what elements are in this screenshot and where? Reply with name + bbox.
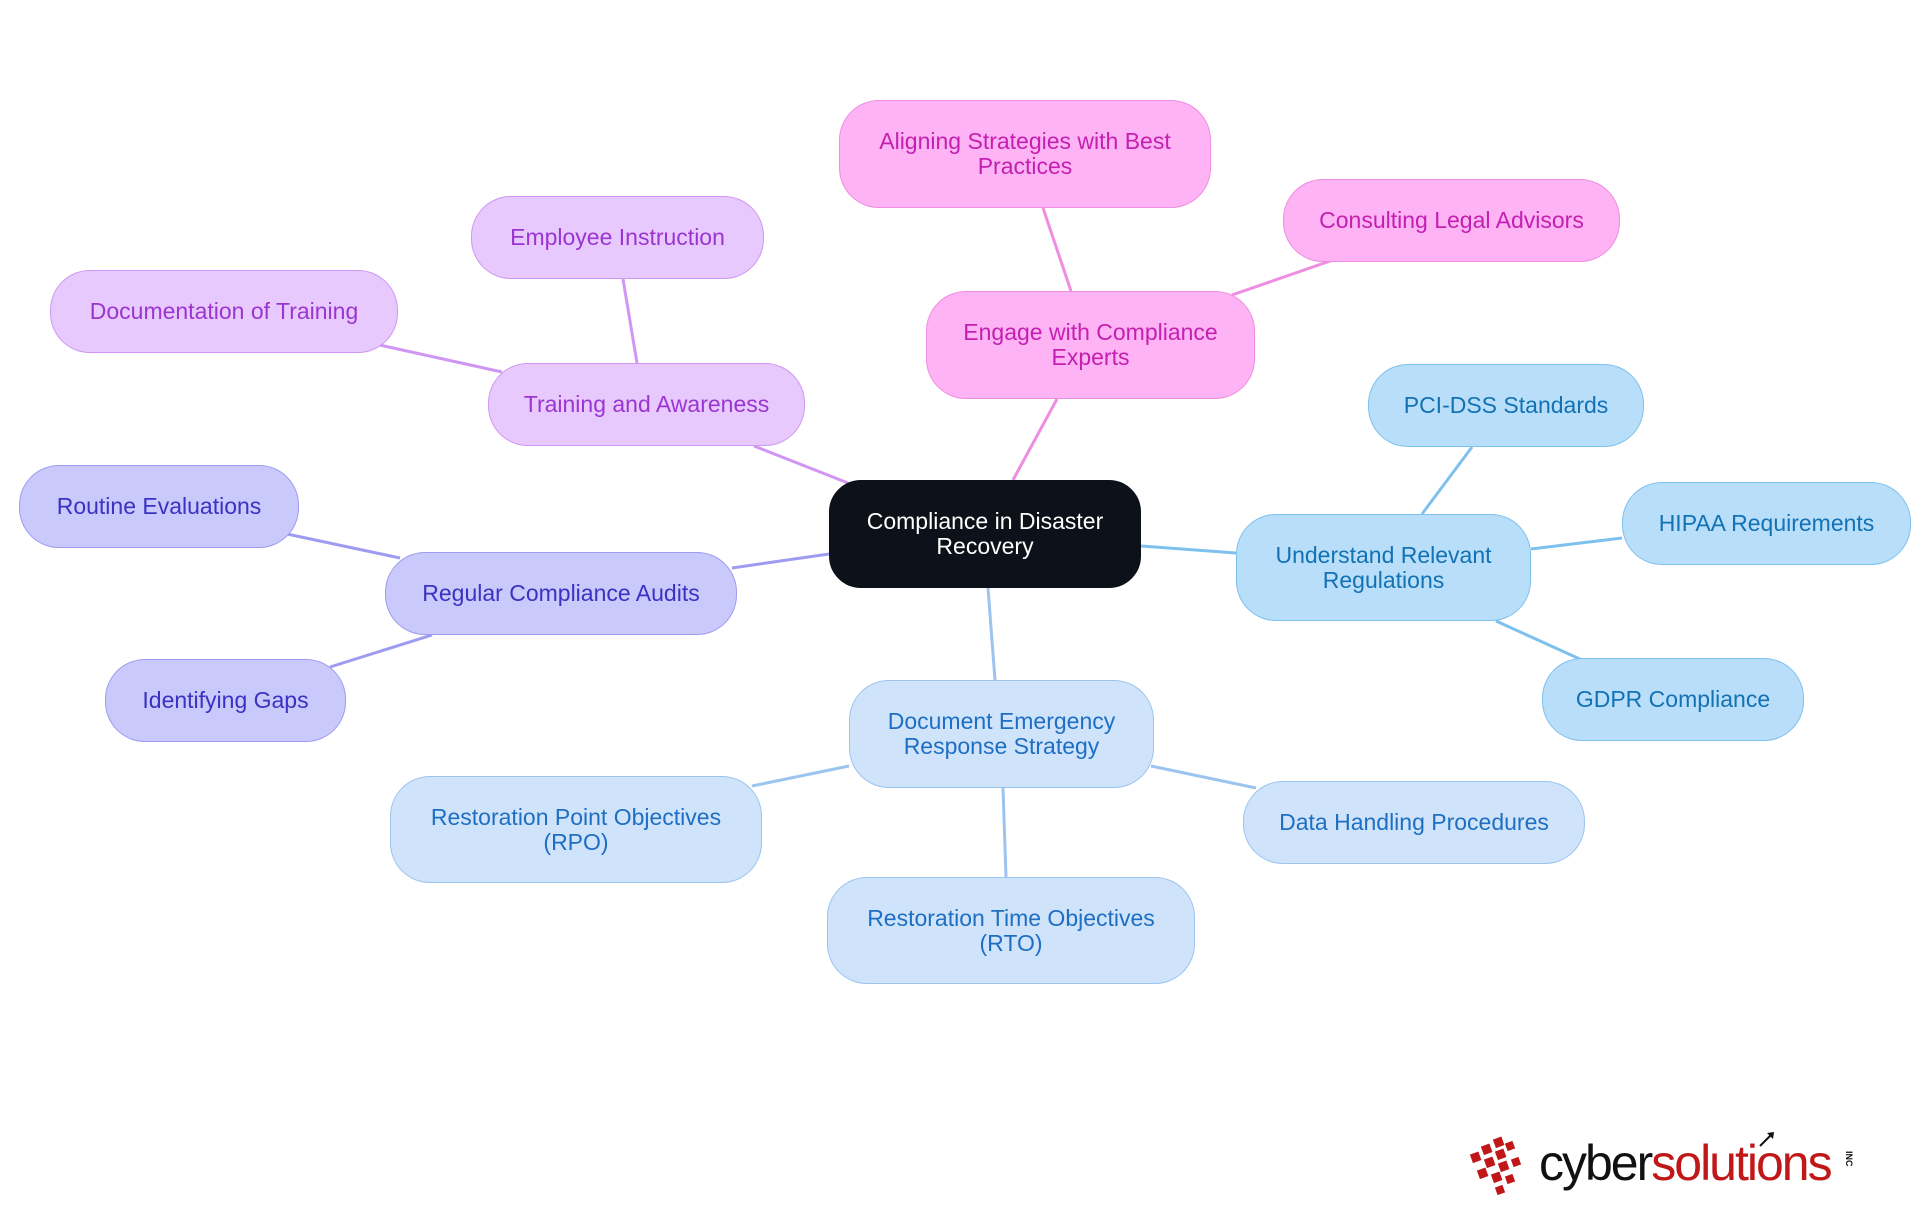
- leaf-label-documentation-training: Documentation of Training: [89, 298, 359, 324]
- leaf-node-gdpr: GDPR Compliance: [1542, 658, 1804, 741]
- leaf-label-identifying-gaps: Identifying Gaps: [142, 687, 309, 713]
- leaf-node-documentation-training: Documentation of Training: [50, 270, 398, 353]
- cybersolutions-logo: cybersolutions INC: [1468, 1128, 1868, 1198]
- edge-center-engage: [1011, 398, 1059, 481]
- leaf-label-pci-dss: PCI-DSS Standards: [1403, 392, 1609, 418]
- leaf-label-rto: Restoration Time Objectives (RTO): [867, 904, 1155, 956]
- edge-center-training: [753, 444, 849, 485]
- branch-node-document-strategy: Document Emergency Response Strategy: [849, 680, 1154, 788]
- leaf-label-rpo: Restoration Point Objectives (RPO): [430, 803, 722, 855]
- logo-arrow-icon: [1759, 1132, 1774, 1147]
- leaf-node-aligning-strategies: Aligning Strategies with Best Practices: [839, 100, 1211, 208]
- branch-node-regulations: Understand Relevant Regulations: [1236, 514, 1531, 621]
- logo-word-cyber: cyber: [1539, 1135, 1653, 1191]
- central-topic-label: Compliance in Disaster Recovery: [866, 508, 1104, 559]
- edge-training-employee: [621, 278, 639, 364]
- leaf-node-routine-evaluations: Routine Evaluations: [19, 465, 299, 548]
- leaf-node-hipaa: HIPAA Requirements: [1622, 482, 1911, 565]
- edge-regulations-gdpr: [1495, 619, 1583, 662]
- edge-engage-legal: [1231, 258, 1334, 297]
- edge-document-dhp: [1150, 764, 1257, 790]
- leaf-node-rpo: Restoration Point Objectives (RPO): [390, 776, 762, 883]
- leaf-label-data-handling: Data Handling Procedures: [1279, 809, 1549, 835]
- leaf-node-employee-instruction: Employee Instruction: [471, 196, 764, 279]
- edge-training-documentation: [374, 342, 503, 374]
- branch-node-engage-experts: Engage with Compliance Experts: [926, 291, 1255, 399]
- leaf-node-legal-advisors: Consulting Legal Advisors: [1283, 179, 1620, 262]
- central-topic-node: Compliance in Disaster Recovery: [829, 480, 1141, 588]
- leaf-label-routine-evaluations: Routine Evaluations: [56, 493, 262, 519]
- leaf-label-hipaa: HIPAA Requirements: [1658, 510, 1875, 536]
- logo-mark-icon: [1469, 1136, 1522, 1196]
- branch-label-regulations: Understand Relevant Regulations: [1275, 541, 1492, 593]
- leaf-label-gdpr: GDPR Compliance: [1575, 686, 1771, 712]
- edge-document-rpo: [751, 764, 850, 788]
- branch-label-audits: Regular Compliance Audits: [422, 580, 700, 606]
- edge-audits-gaps: [329, 633, 433, 669]
- edge-engage-align: [1041, 207, 1073, 292]
- leaf-node-pci-dss: PCI-DSS Standards: [1368, 364, 1644, 447]
- logo-wordmark: cybersolutions: [1539, 1128, 1833, 1198]
- logo-word-solutions: solutions: [1651, 1135, 1832, 1191]
- leaf-node-data-handling: Data Handling Procedures: [1243, 781, 1585, 864]
- logo-inc-suffix: INC: [1844, 1151, 1854, 1167]
- branch-label-engage-experts: Engage with Compliance Experts: [963, 319, 1218, 370]
- branch-label-training: Training and Awareness: [523, 391, 770, 417]
- edge-center-audits: [731, 552, 830, 570]
- edge-audits-routine: [286, 532, 401, 560]
- leaf-node-identifying-gaps: Identifying Gaps: [105, 659, 346, 742]
- edge-regulations-hipaa: [1530, 536, 1623, 551]
- leaf-label-aligning-strategies: Aligning Strategies with Best Practices: [879, 128, 1171, 179]
- branch-label-document-strategy: Document Emergency Response Strategy: [887, 708, 1116, 759]
- branch-node-training: Training and Awareness: [488, 363, 805, 446]
- leaf-label-legal-advisors: Consulting Legal Advisors: [1319, 207, 1584, 233]
- edge-center-document: [986, 587, 997, 681]
- leaf-node-rto: Restoration Time Objectives (RTO): [827, 877, 1195, 984]
- edge-document-rto: [1001, 787, 1008, 878]
- edge-center-regulations: [1140, 544, 1237, 555]
- branch-node-audits: Regular Compliance Audits: [385, 552, 737, 635]
- leaf-label-employee-instruction: Employee Instruction: [510, 224, 725, 250]
- edge-regulations-pci: [1420, 446, 1474, 515]
